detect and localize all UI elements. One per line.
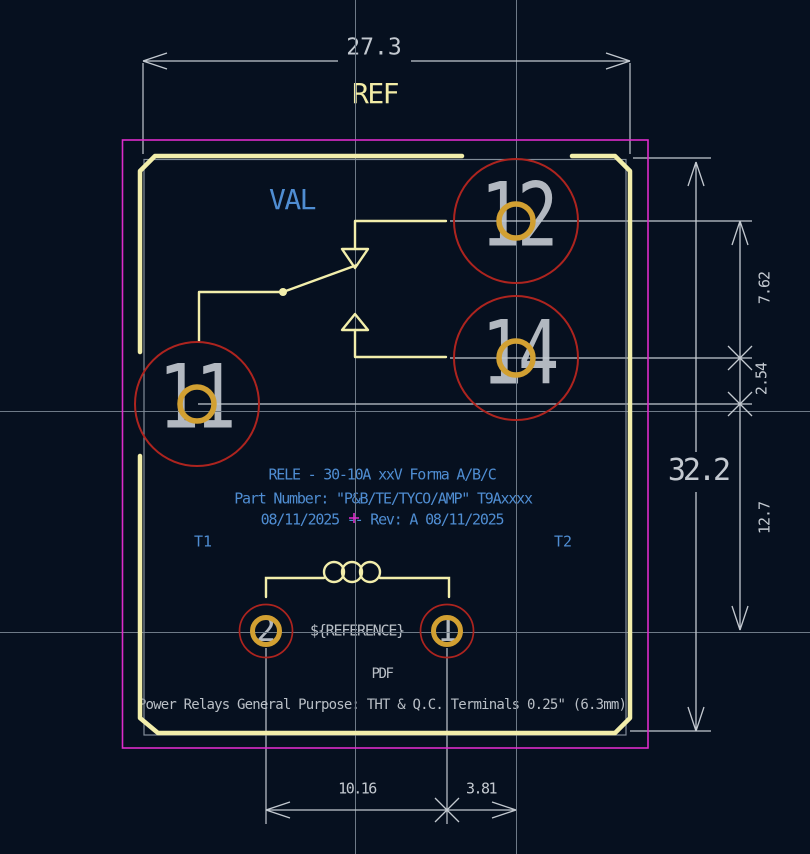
relay-contact-symbol[interactable] [197,219,448,359]
dim-arrow-pitch-left [265,801,291,819]
dim-arrow-rows-bottom [731,605,749,631]
pad-14[interactable] [496,338,536,378]
courtyard-outline[interactable] [121,139,649,749]
pad-number-1: 1 [437,610,457,650]
coil-lead-left [264,576,326,599]
clearance-pad-14 [453,295,579,421]
coil-loop-2 [340,560,364,584]
clearance-pad-12 [453,158,579,284]
dim-arrow-width-left [142,52,168,70]
relay-pole-line[interactable] [197,290,285,343]
dimension-width-suffix[interactable]: REF [351,77,400,110]
dim-arrow-height-bottom [687,706,705,732]
pdf-label-text[interactable]: PDF [371,666,394,682]
dimension-col-spacing[interactable]: 3.81 [465,779,498,798]
clearance-pad-11 [134,341,260,467]
dimension-height[interactable]: 32.2 [667,453,731,488]
dim-arrow-height-top [687,161,705,187]
anchor-cross-icon [349,513,359,523]
reference-text[interactable]: ${REFERENCE} [310,621,405,640]
dim-arrow-rows-top [731,220,749,246]
doc-text-line1[interactable]: RELE - 30-10A xxV Forma A/B/C [268,465,496,484]
relay-no-line[interactable] [353,328,448,359]
pad-1[interactable] [431,615,463,647]
coil-lead-right [378,576,451,599]
dimension-coil-pitch[interactable]: 10.16 [338,779,377,798]
value-text[interactable]: VAL [268,183,317,216]
clearance-pad-2 [238,603,294,659]
doc-text-line2[interactable]: Part Number: "P&B/TE/TYCO/AMP" T9Axxxx [234,489,533,508]
coil-loop-1 [322,560,346,584]
coil-symbol[interactable] [264,560,451,599]
clearance-pad-1 [419,603,475,659]
dim-arrow-width-right [605,52,631,70]
pad-number-12: 12 [480,163,558,267]
relay-nc-triangle-icon [340,247,370,270]
dim-tick-row-404 [727,391,753,417]
relay-switch-arm[interactable] [281,263,359,294]
description-text[interactable]: Power Relays General Purpose: THT & Q.C.… [137,697,627,713]
silkscreen-outline[interactable] [137,153,633,736]
dim-tick-row-358 [727,345,753,371]
dim-tick-col-447 [434,797,460,823]
pad-number-2: 2 [256,610,276,650]
pad-12[interactable] [496,201,536,241]
dimension-width-value[interactable]: 27.3 [346,34,402,61]
relay-common-line[interactable] [353,219,448,251]
pad-11[interactable] [177,384,217,424]
fab-outline[interactable] [143,158,627,736]
pads[interactable] [177,201,536,647]
pad-clearance-circles [134,158,579,659]
dimension-lines[interactable] [142,52,753,823]
terminal-label-t2[interactable]: T2 [553,532,573,551]
pad-2[interactable] [250,615,282,647]
coil-loop-3 [358,560,382,584]
terminal-label-t1[interactable]: T1 [193,532,213,551]
doc-text-line3[interactable]: 08/11/2025 -- Rev: A 08/11/2025 [260,510,505,529]
dim-arrow-pitch-right [491,801,517,819]
pad-number-14: 14 [481,301,559,405]
pad-number-11: 11 [158,345,236,449]
dimension-extension-lines [142,63,752,824]
